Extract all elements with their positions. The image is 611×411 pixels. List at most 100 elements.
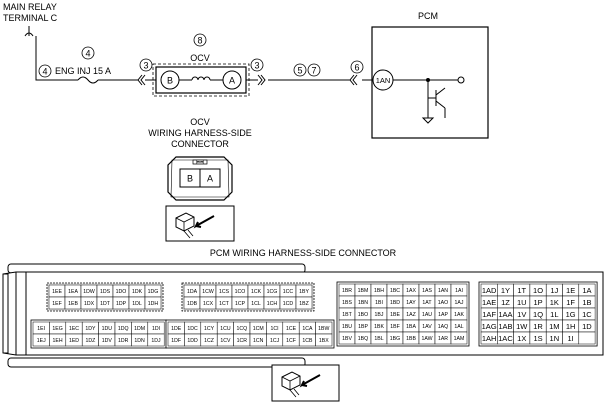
pin-label: 1AE: [482, 298, 496, 307]
pin-label: 1O: [533, 286, 543, 295]
pin-label: 1DQ: [118, 326, 129, 332]
pin-label: 1EC: [69, 326, 79, 332]
pin-label: 1CX: [203, 301, 214, 307]
pin-label: 1BG: [390, 336, 400, 342]
pin-cell: [295, 296, 313, 310]
main-relay-label: MAIN RELAY: [3, 2, 57, 12]
pin-label: 1BP: [358, 324, 368, 330]
ocv-component: OCV 8 3 3 B A: [137, 33, 266, 97]
pin-label: 1DS: [100, 289, 111, 295]
pin-label: 1BC: [390, 288, 400, 294]
pin-label: 1AY: [406, 300, 416, 306]
pin-label: 1BI: [375, 300, 383, 306]
ocv-connector-title-3: CONNECTOR: [171, 139, 229, 149]
pin-label: 1BK: [374, 324, 384, 330]
pin-label: 1AX: [406, 288, 416, 294]
pin-label: 1DO: [116, 289, 127, 295]
pin-label: 1BB: [406, 336, 416, 342]
pin-label: 1CK: [251, 289, 262, 295]
wire-callouts: 5 7 6: [293, 60, 364, 86]
pin-label: 1ED: [69, 338, 79, 344]
pin-cell: [315, 333, 333, 347]
pin-label: 1BV: [342, 336, 352, 342]
pin-label: 1AS: [422, 288, 432, 294]
fuse-callout: [81, 46, 95, 60]
pin-label: 1EF: [52, 301, 62, 307]
pin-label: 1DC: [187, 326, 198, 332]
pin-label: 1Q: [533, 310, 543, 319]
ocv-left-callout: [139, 58, 153, 72]
ocv-callout: [193, 33, 207, 47]
pin-label: 1R: [533, 322, 543, 331]
pin-cell: [578, 331, 596, 345]
pin-label: 1EH: [53, 338, 63, 344]
fuse-wire-callout-number: 4: [42, 67, 47, 77]
pin-label: 1AM: [454, 336, 465, 342]
wire-callout-7: 7: [311, 66, 316, 76]
pin-label: 1BS: [342, 300, 352, 306]
pin-label: 1K: [550, 298, 559, 307]
pin-label: 1BD: [390, 300, 400, 306]
pin-label: 1H: [566, 322, 576, 331]
pin-label: 1CH: [267, 301, 278, 307]
pin-label: 1EE: [52, 289, 62, 295]
pin-label: 1CD: [283, 301, 294, 307]
pin-label: 1AU: [422, 312, 432, 318]
pin-label: 1BA: [406, 324, 416, 330]
terminal-view-icon: [165, 205, 235, 242]
fuse-wire-callout: [38, 64, 52, 78]
pin-label: 1CG: [267, 289, 278, 295]
pin-label: 1DK: [132, 289, 143, 295]
ocv-connector-view: OCV WIRING HARNESS-SIDE CONNECTOR B A: [148, 117, 252, 201]
pin-label: 1Z: [501, 298, 510, 307]
transistor-icon: [427, 80, 446, 118]
pin-label: 1CT: [219, 301, 230, 307]
pin-label: 1AC: [498, 334, 513, 343]
pin-label: 1AL: [454, 324, 463, 330]
pin-label: 1CB: [302, 338, 313, 344]
ocv-left-callout-number: 3: [143, 61, 148, 71]
pcm-label: PCM: [418, 11, 438, 21]
pin-label: 1DW: [83, 289, 95, 295]
pin-label: 1AI: [455, 288, 463, 294]
pin-label: 1M: [549, 322, 559, 331]
pin-label: 1CQ: [236, 326, 247, 332]
pin-label: 1DN: [134, 338, 145, 344]
pin-label: 1J: [550, 286, 558, 295]
pin-label: 1DZ: [85, 338, 95, 344]
ocv-right-callout-number: 3: [254, 61, 259, 71]
pin-label: 1BM: [358, 288, 369, 294]
pin-cell: [450, 331, 468, 345]
pin-label: 1BN: [358, 300, 368, 306]
pin-label: 1G: [566, 310, 576, 319]
pcm-component: PCM 1AN: [371, 11, 489, 139]
ocv-connector-pin-b: B: [187, 174, 193, 184]
pin-label: 1CA: [302, 326, 313, 332]
fuse-eng-inj: 4 4 ENG INJ 15 A: [38, 46, 111, 84]
main-wire: [35, 36, 372, 81]
pin-label: 1BJ: [375, 312, 384, 318]
pin-label: 1AD: [482, 286, 497, 295]
pin-label: 1AG: [482, 322, 497, 331]
pin-label: 1DH: [148, 301, 159, 307]
pin-label: 1DE: [171, 326, 182, 332]
pin-label: 1AA: [498, 310, 512, 319]
pin-label: 1CJ: [270, 338, 280, 344]
pin-label: 1CV: [220, 338, 231, 344]
pcm-pin-1an: 1AN: [376, 76, 391, 85]
pin-label: 1DB: [187, 301, 198, 307]
pin-label: 1P: [533, 298, 542, 307]
pin-label: 1Y: [501, 286, 510, 295]
pin-label: 1BY: [299, 289, 309, 295]
pin-label: 1CF: [286, 338, 296, 344]
latch-icon: [192, 159, 208, 165]
pin-label: 1BQ: [358, 336, 368, 342]
pin-label: 1BH: [374, 288, 384, 294]
pcm-connector-title: PCM WIRING HARNESS-SIDE CONNECTOR: [210, 248, 397, 258]
pin-label: 1S: [533, 334, 542, 343]
pin-label: 1I: [568, 334, 574, 343]
pin-label: 1DA: [187, 289, 198, 295]
ocv-pin-b: B: [167, 76, 173, 86]
